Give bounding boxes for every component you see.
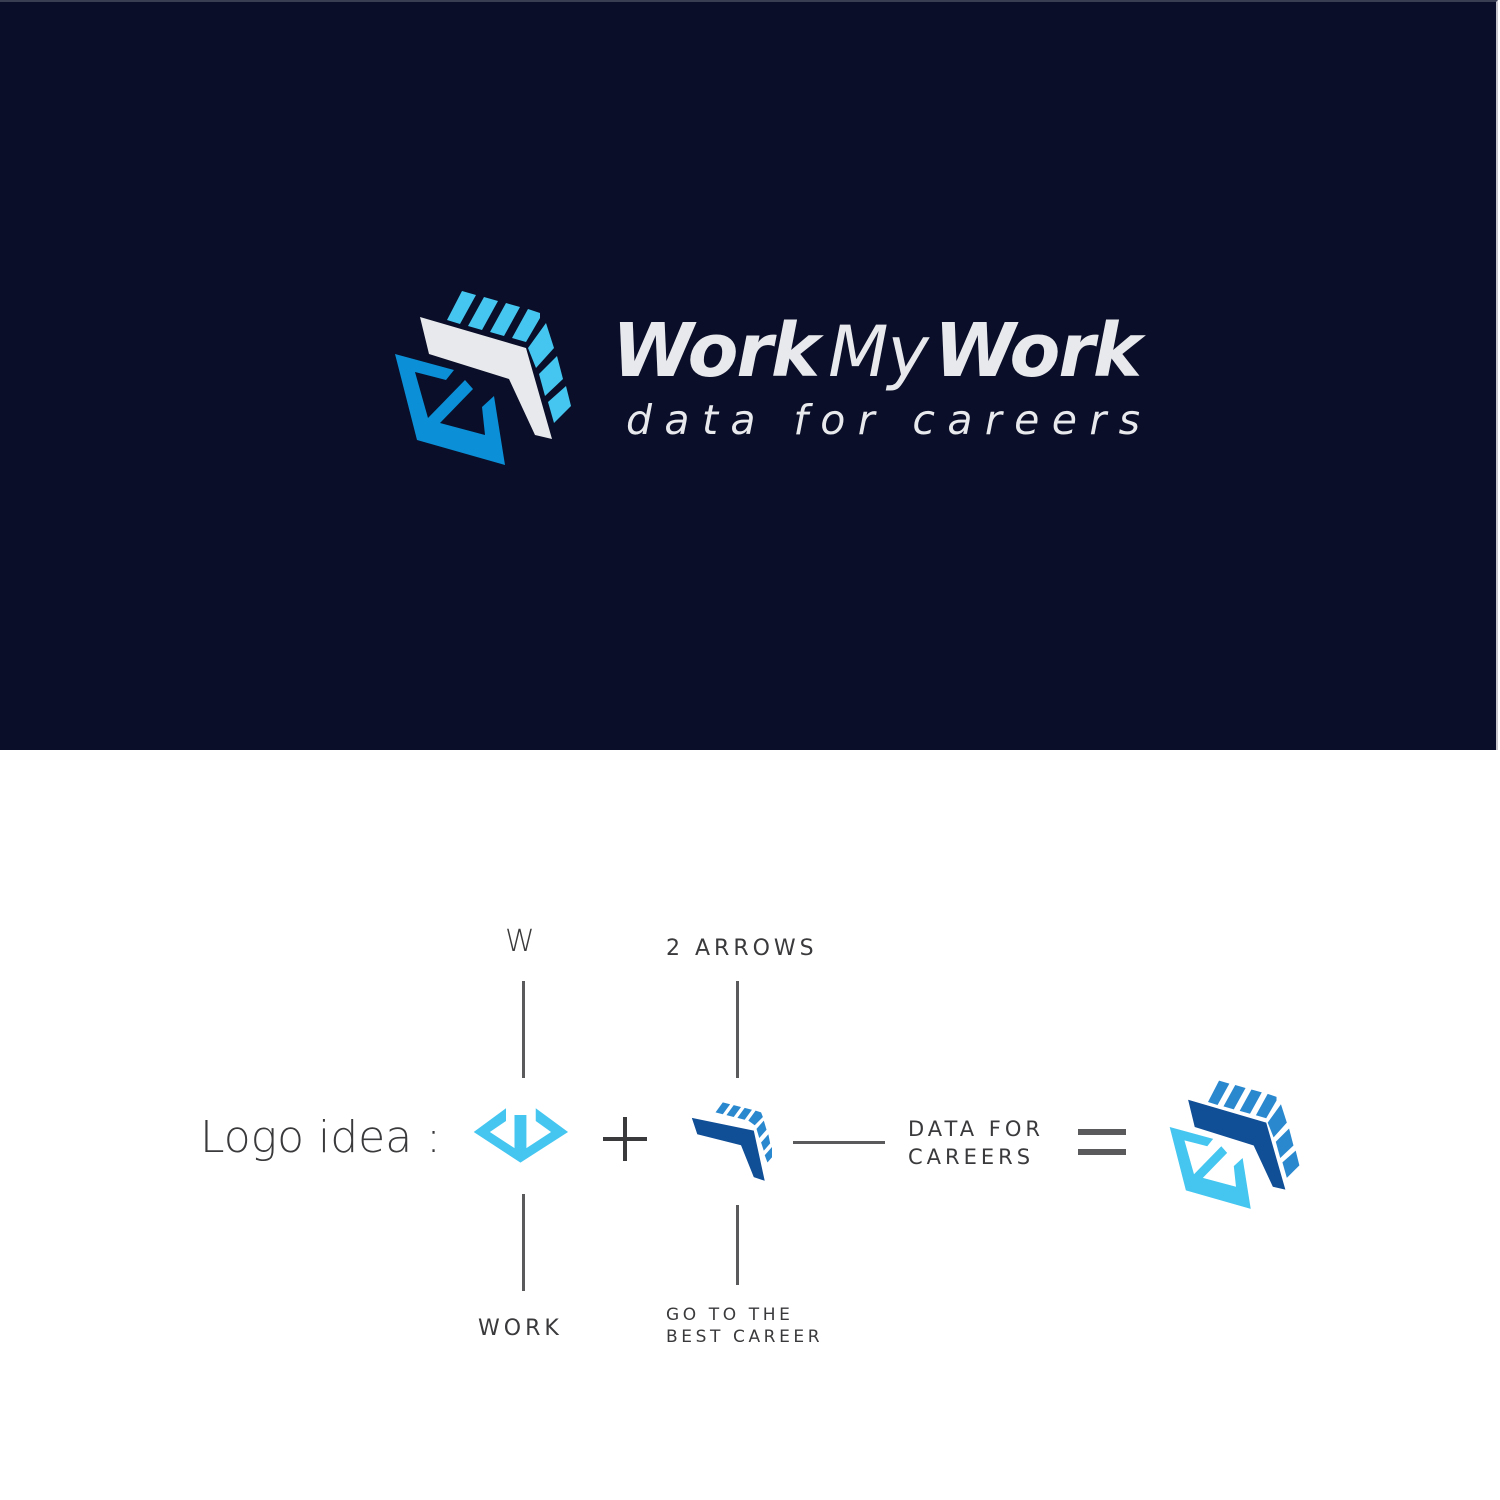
arrows-top-connector (736, 981, 739, 1078)
two-arrows-label: 2 ARROWS (666, 936, 818, 961)
striped-arrows-icon (691, 1102, 772, 1181)
brand-name-work-1: Work (612, 308, 820, 394)
w-bottom-connector (522, 1194, 525, 1291)
brand-name-work-2: Work (933, 308, 1142, 394)
go-to-best-career-label-line1: GO TO THE (666, 1305, 794, 1325)
data-for-careers-label-line2: CAREERS (908, 1145, 1035, 1169)
equals-symbol-icon (1078, 1129, 1126, 1159)
workmywork-logo-icon (395, 291, 571, 465)
w-label: W (505, 924, 535, 959)
w-top-connector (522, 981, 525, 1078)
brand-tagline: data for careers (626, 396, 1153, 444)
logo-idea-label: Logo idea : (200, 1112, 441, 1163)
striped-arrow-part (447, 291, 571, 423)
result-connector (793, 1141, 885, 1144)
data-for-careers-label-line1: DATA FOR (908, 1117, 1044, 1141)
w-diamond-part (395, 354, 505, 465)
w-diamond-icon (473, 1108, 569, 1163)
combined-logo-icon (1169, 1080, 1300, 1209)
brand-name-my: My (828, 311, 929, 393)
plus-symbol-icon (603, 1117, 647, 1161)
work-label: WORK (478, 1316, 563, 1341)
go-to-best-career-label-line2: BEST CAREER (666, 1327, 824, 1347)
white-arrow-part (420, 317, 552, 439)
arrows-bottom-connector (736, 1205, 739, 1285)
